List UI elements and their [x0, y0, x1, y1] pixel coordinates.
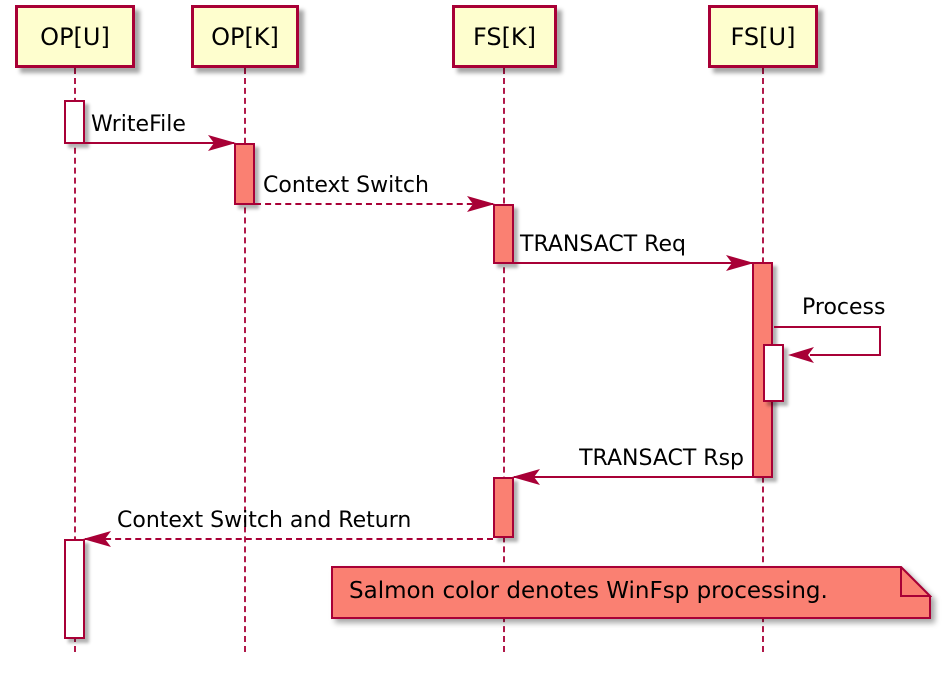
arrowhead-right-icon [467, 196, 495, 212]
note [331, 566, 932, 619]
participant-fs-u: FS[U] [708, 5, 818, 68]
note-body [331, 566, 931, 619]
arrowhead-shape [726, 255, 754, 271]
arrowhead-left-icon [83, 531, 111, 547]
participant-op-k: OP[K] [191, 5, 299, 68]
participant-op-u: OP[U] [15, 5, 135, 68]
arrowhead-shape [512, 469, 540, 485]
participant-label: FS[K] [472, 22, 537, 51]
participant-fs-k: FS[K] [452, 5, 557, 68]
message-label: TRANSACT Req [520, 232, 686, 257]
message-label: WriteFile [91, 112, 186, 137]
participant-label: FS[U] [730, 22, 796, 51]
activation-op-k [234, 143, 255, 205]
lifeline-op-u [74, 68, 76, 652]
note-text: Salmon color denotes WinFsp processing. [349, 578, 828, 604]
arrowhead-left-icon [512, 469, 540, 485]
message-context-switch-return: Context Switch and Return [83, 508, 493, 547]
message-line [255, 203, 493, 205]
activation-fs-k-2 [493, 477, 514, 538]
activation-fs-k-1 [493, 204, 514, 264]
message-line [85, 142, 234, 144]
message-context-switch: Context Switch [255, 173, 495, 212]
lifeline-fs-k [503, 68, 505, 652]
message-writefile: WriteFile [85, 112, 236, 151]
message-label: Context Switch and Return [117, 508, 412, 533]
message-line [514, 476, 752, 478]
arrowhead-right-icon [208, 135, 236, 151]
message-line [85, 538, 493, 540]
lifeline-op-k [244, 68, 246, 652]
arrowhead-shape [83, 531, 111, 547]
message-transact-rsp: TRANSACT Rsp [512, 446, 752, 485]
note-fold-icon [900, 566, 932, 597]
message-label: TRANSACT Rsp [579, 446, 744, 471]
arrowhead-left-icon [788, 347, 814, 363]
activation-fs-u-nested [763, 344, 784, 402]
activation-op-u-1 [64, 100, 85, 144]
arrowhead-shape [467, 196, 495, 212]
participant-label: OP[K] [211, 22, 279, 51]
arrowhead-shape [208, 135, 236, 151]
self-loop-line [774, 326, 881, 356]
message-label-process: Process [802, 295, 886, 320]
activation-op-u-2 [64, 539, 85, 639]
message-line [514, 262, 752, 264]
arrowhead-right-icon [726, 255, 754, 271]
message-transact-req: TRANSACT Req [514, 232, 754, 271]
message-label: Context Switch [263, 173, 429, 198]
message-process-self-loop [774, 326, 881, 363]
participant-label: OP[U] [40, 22, 110, 51]
